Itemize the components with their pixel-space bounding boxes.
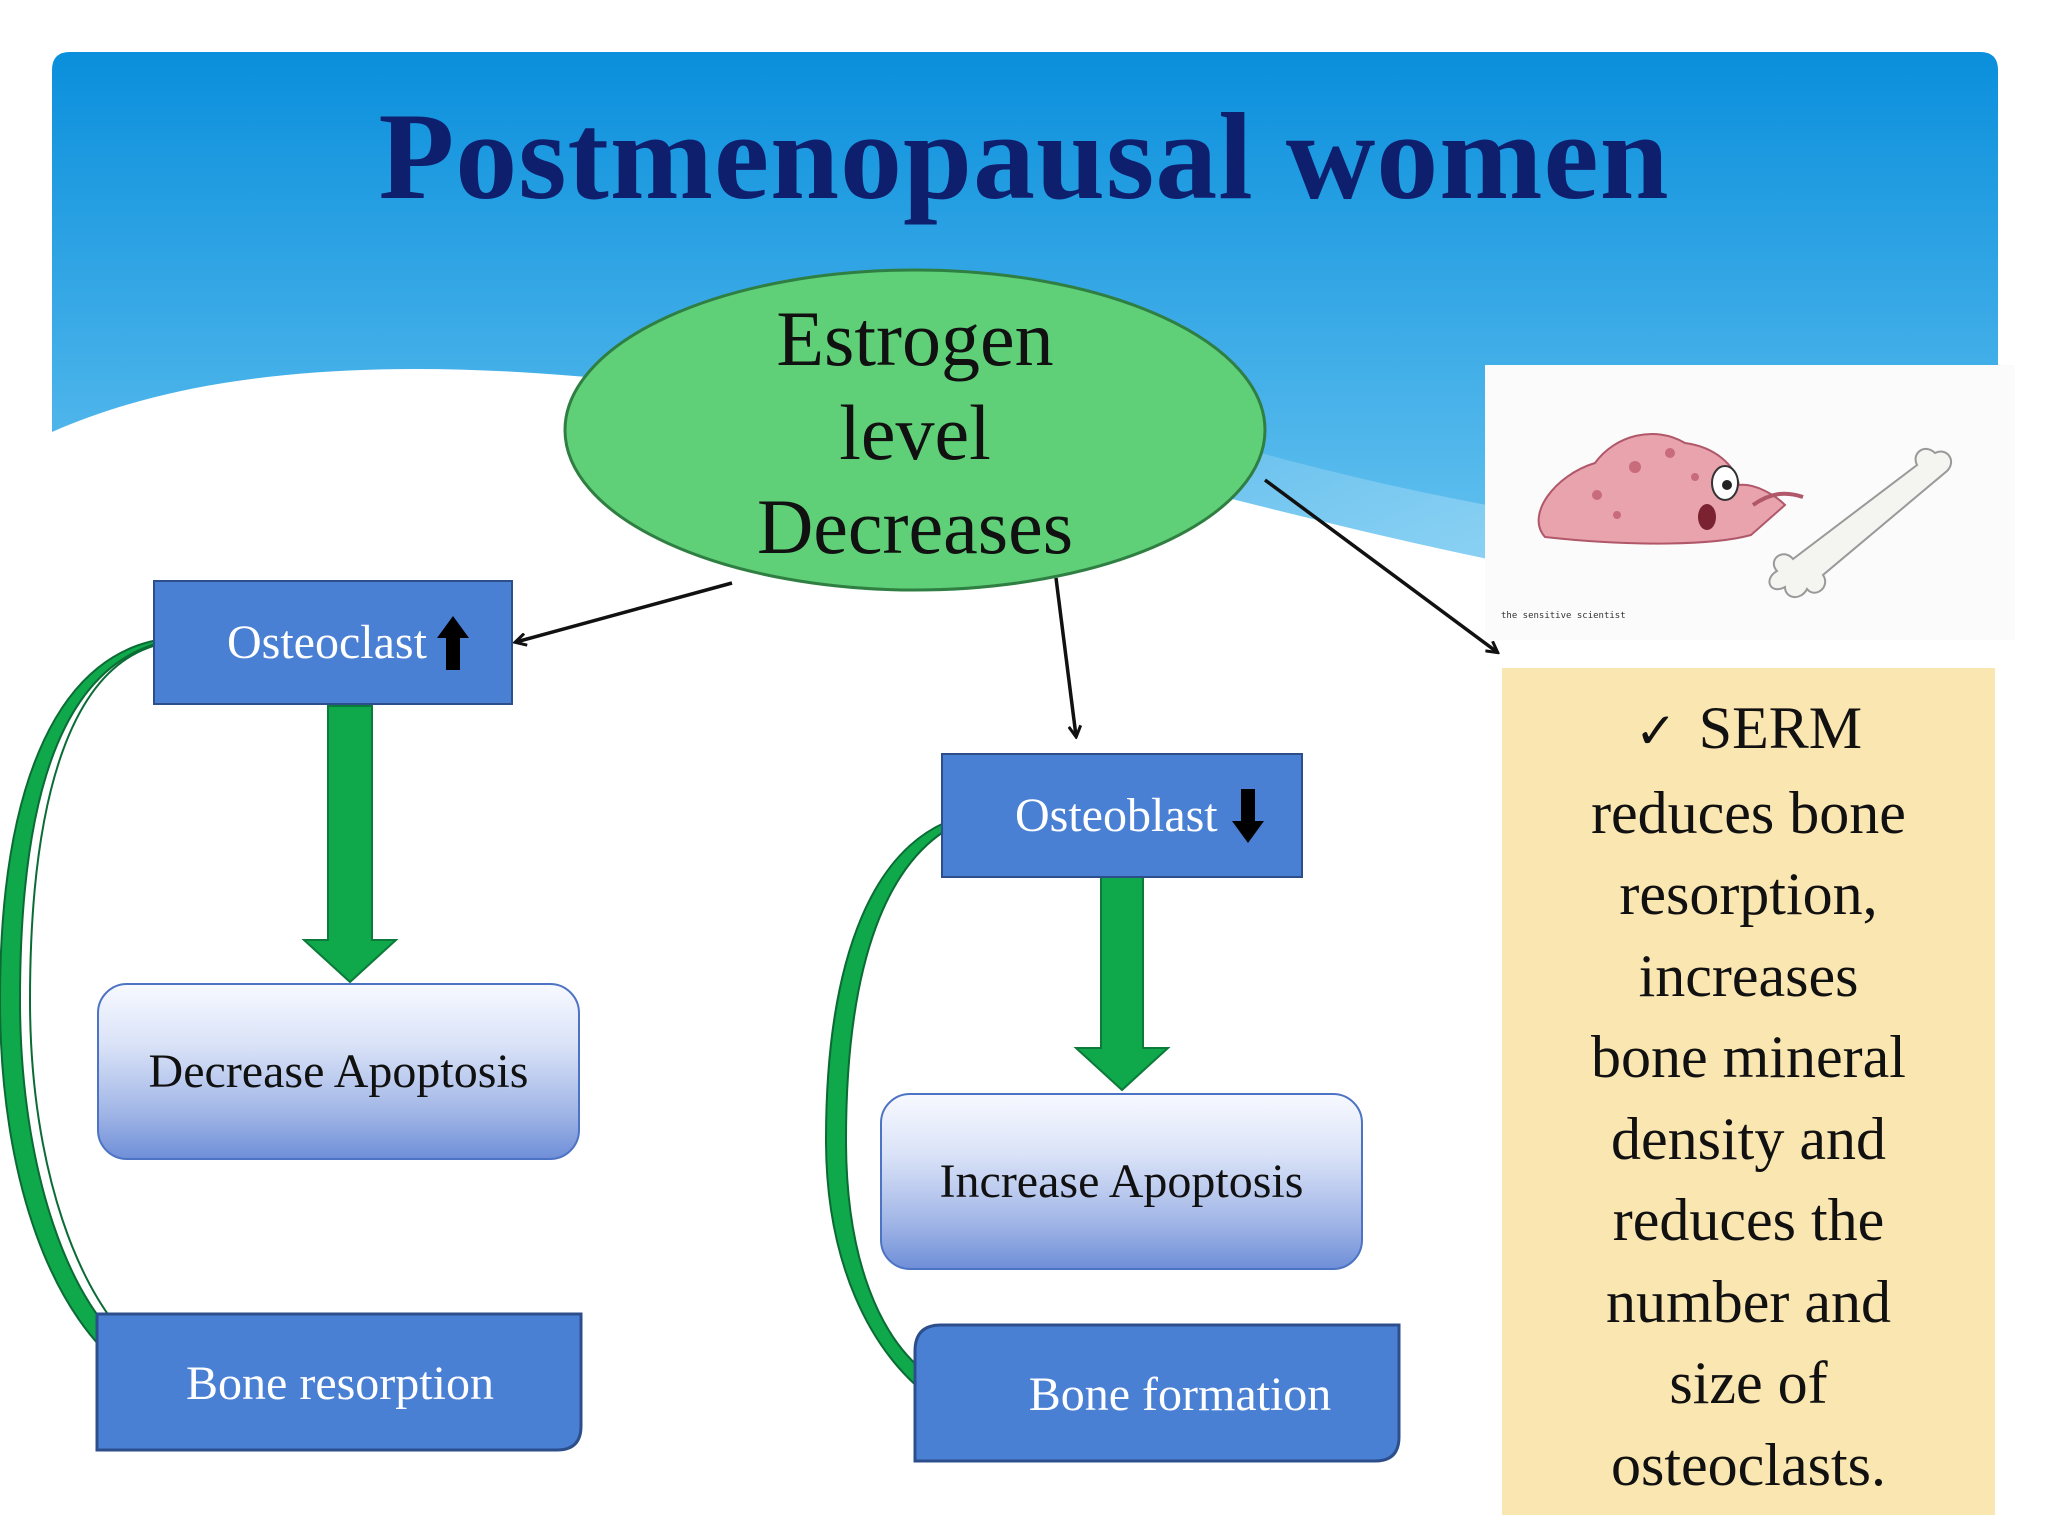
osteoclast-box: Osteoclast	[153, 580, 513, 705]
up-arrow-icon	[436, 615, 469, 670]
osteoblast-box: Osteoblast	[941, 753, 1303, 878]
estrogen-ellipse-label: Estrogen level Decreases	[610, 292, 1220, 574]
serm-note-line-2: reduces bone	[1591, 779, 1906, 846]
decrease-apoptosis-label: Decrease Apoptosis	[148, 1045, 529, 1098]
serm-note-line-3: resorption,	[1619, 861, 1878, 927]
serm-note-line-9: size of	[1669, 1350, 1828, 1416]
serm-note-line-7: reduces the	[1612, 1187, 1885, 1253]
serm-note-line-6: density and	[1611, 1105, 1886, 1172]
ellipse-line-3: Decreases	[756, 483, 1074, 570]
increase-apoptosis-label: Increase Apoptosis	[939, 1155, 1304, 1208]
serm-note-line-4: increases	[1638, 942, 1859, 1009]
ellipse-line-2: level	[839, 389, 991, 476]
osteoblast-label: Osteoblast	[1015, 789, 1218, 842]
illustration-caption: the sensitive scientist	[1501, 611, 1626, 621]
serm-note-line-10: osteoclasts.	[1611, 1431, 1886, 1498]
illustration-panel: the sensitive scientist	[1485, 365, 2015, 640]
osteoclast-cartoon-image	[1537, 432, 1953, 598]
bone-resorption-label: Bone resorption	[186, 1357, 494, 1410]
arrow-to-osteoblast	[1054, 577, 1076, 736]
decrease-apoptosis-box: Decrease Apoptosis	[97, 983, 580, 1160]
slide-title: Postmenopausal women	[378, 88, 1670, 225]
serm-note-line-8: number and	[1606, 1268, 1891, 1335]
serm-note-line-1: ✓ SERM	[1502, 688, 1995, 773]
bone-formation-label: Bone formation	[1028, 1368, 1332, 1421]
green-down-arrow-left	[301, 705, 399, 984]
ellipse-line-1: Estrogen	[776, 295, 1054, 382]
arrow-to-osteoclast	[516, 581, 733, 642]
green-down-arrow-middle	[1073, 875, 1171, 1092]
arrow-to-note	[1263, 478, 1497, 652]
increase-apoptosis-box: Increase Apoptosis	[880, 1093, 1363, 1270]
serm-note-line-1-text: SERM	[1698, 695, 1863, 761]
bone-formation-shape	[913, 1323, 1401, 1463]
serm-note: ✓ SERM reduces bone resorption, increases…	[1502, 668, 1995, 1515]
serm-note-text: ✓ SERM reduces bone resorption, increases…	[1502, 688, 1995, 1506]
down-arrow-icon	[1231, 788, 1264, 843]
bone-resorption-shape	[95, 1312, 583, 1452]
osteoclast-label: Osteoclast	[227, 616, 427, 669]
check-icon: ✓	[1634, 702, 1677, 760]
serm-note-line-5: bone mineral	[1591, 1024, 1906, 1090]
